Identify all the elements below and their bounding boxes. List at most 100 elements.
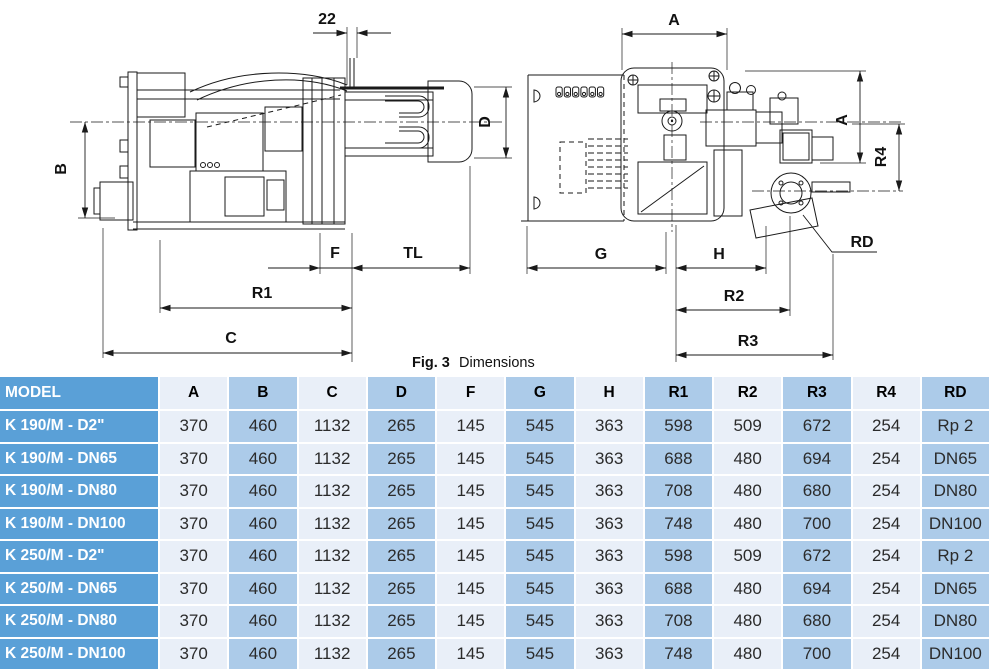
dim-label-22: 22 <box>318 11 336 28</box>
value-cell-rd-row-6: DN65 <box>921 573 989 604</box>
dimension-h: H <box>675 225 767 362</box>
value-cell-b-row-1: 460 <box>229 411 297 442</box>
value-cell-g-row-6: 545 <box>506 573 574 604</box>
value-cell-g-row-3: 545 <box>506 476 574 507</box>
value-cell-b-row-6: 460 <box>229 573 297 604</box>
dimension-c: C <box>102 228 352 358</box>
dimension-b: B <box>53 122 115 219</box>
dim-label-a-top: A <box>668 12 680 29</box>
dim-label-d: D <box>477 116 494 128</box>
value-cell-r4-row-7: 254 <box>852 606 920 637</box>
column-header-h: H <box>575 377 643 409</box>
dimension-rd: RD <box>802 214 877 253</box>
dim-label-r2: R2 <box>724 288 745 305</box>
value-cell-d-row-6: 265 <box>367 573 435 604</box>
value-cell-d-row-8: 265 <box>367 638 435 669</box>
value-cell-r1-row-4: 748 <box>644 508 712 539</box>
column-header-g: G <box>506 377 574 409</box>
value-cell-r1-row-5: 598 <box>644 541 712 572</box>
value-cell-g-row-8: 545 <box>506 638 574 669</box>
value-cell-f-row-7: 145 <box>437 606 505 637</box>
model-cell-row-1: K 190/M - D2" <box>0 411 158 442</box>
value-cell-a-row-3: 370 <box>160 476 228 507</box>
value-cell-f-row-4: 145 <box>437 508 505 539</box>
column-header-f: F <box>437 377 505 409</box>
value-cell-d-row-3: 265 <box>367 476 435 507</box>
value-cell-a-row-4: 370 <box>160 508 228 539</box>
value-cell-b-row-3: 460 <box>229 476 297 507</box>
dimension-a-top: A <box>621 12 728 70</box>
value-cell-rd-row-1: Rp 2 <box>921 411 989 442</box>
value-cell-r4-row-3: 254 <box>852 476 920 507</box>
value-cell-r3-row-5: 672 <box>783 541 851 572</box>
column-header-b: B <box>229 377 297 409</box>
column-header-model: MODEL <box>0 377 158 409</box>
figure-caption-title: Dimensions <box>459 355 535 371</box>
value-cell-r1-row-8: 748 <box>644 638 712 669</box>
model-cell-row-7: K 250/M - DN80 <box>0 606 158 637</box>
dimension-a-side: A <box>745 70 866 164</box>
value-cell-f-row-5: 145 <box>437 541 505 572</box>
value-cell-b-row-2: 460 <box>229 443 297 474</box>
value-cell-c-row-2: 1132 <box>298 443 366 474</box>
dim-label-b: B <box>53 163 70 175</box>
value-cell-r3-row-2: 694 <box>783 443 851 474</box>
value-cell-c-row-4: 1132 <box>298 508 366 539</box>
column-header-d: D <box>367 377 435 409</box>
figure-caption: Fig. 3 Dimensions <box>412 355 535 371</box>
value-cell-a-row-2: 370 <box>160 443 228 474</box>
value-cell-a-row-1: 370 <box>160 411 228 442</box>
value-cell-g-row-5: 545 <box>506 541 574 572</box>
value-cell-d-row-1: 265 <box>367 411 435 442</box>
right-view-rear: A A R4 RD <box>521 12 905 362</box>
model-cell-row-3: K 190/M - DN80 <box>0 476 158 507</box>
value-cell-rd-row-2: DN65 <box>921 443 989 474</box>
value-cell-f-row-3: 145 <box>437 476 505 507</box>
dimension-f: F <box>268 166 471 362</box>
value-cell-r4-row-4: 254 <box>852 508 920 539</box>
dim-label-r4: R4 <box>873 147 890 168</box>
value-cell-r3-row-3: 680 <box>783 476 851 507</box>
model-cell-row-4: K 190/M - DN100 <box>0 508 158 539</box>
value-cell-h-row-4: 363 <box>575 508 643 539</box>
model-cell-row-6: K 250/M - DN65 <box>0 573 158 604</box>
value-cell-f-row-2: 145 <box>437 443 505 474</box>
value-cell-rd-row-3: DN80 <box>921 476 989 507</box>
value-cell-g-row-1: 545 <box>506 411 574 442</box>
dim-label-f: F <box>330 245 340 262</box>
dimensions-drawing: 22 B D <box>53 11 905 371</box>
value-cell-r3-row-7: 680 <box>783 606 851 637</box>
dim-label-c: C <box>225 330 237 347</box>
dim-label-r3: R3 <box>738 333 759 350</box>
value-cell-h-row-7: 363 <box>575 606 643 637</box>
value-cell-a-row-7: 370 <box>160 606 228 637</box>
dimension-r4: R4 <box>852 123 905 191</box>
dimension-r2: R2 <box>676 216 791 316</box>
value-cell-b-row-5: 460 <box>229 541 297 572</box>
dimension-r1: R1 <box>159 240 352 313</box>
value-cell-r3-row-1: 672 <box>783 411 851 442</box>
value-cell-r3-row-4: 700 <box>783 508 851 539</box>
value-cell-r4-row-5: 254 <box>852 541 920 572</box>
value-cell-h-row-6: 363 <box>575 573 643 604</box>
value-cell-r1-row-7: 708 <box>644 606 712 637</box>
right-view-machine-body <box>521 67 851 239</box>
column-header-r4: R4 <box>852 377 920 409</box>
value-cell-c-row-8: 1132 <box>298 638 366 669</box>
value-cell-a-row-5: 370 <box>160 541 228 572</box>
value-cell-d-row-7: 265 <box>367 606 435 637</box>
value-cell-c-row-7: 1132 <box>298 606 366 637</box>
value-cell-d-row-5: 265 <box>367 541 435 572</box>
dim-label-tl: TL <box>403 245 423 262</box>
dimension-g: G <box>526 226 667 274</box>
value-cell-rd-row-7: DN80 <box>921 606 989 637</box>
column-header-c: C <box>298 377 366 409</box>
value-cell-rd-row-4: DN100 <box>921 508 989 539</box>
value-cell-f-row-1: 145 <box>437 411 505 442</box>
model-cell-row-2: K 190/M - DN65 <box>0 443 158 474</box>
value-cell-g-row-4: 545 <box>506 508 574 539</box>
dimension-r3: R3 <box>676 254 834 360</box>
dim-label-a-side: A <box>834 114 851 126</box>
value-cell-c-row-3: 1132 <box>298 476 366 507</box>
